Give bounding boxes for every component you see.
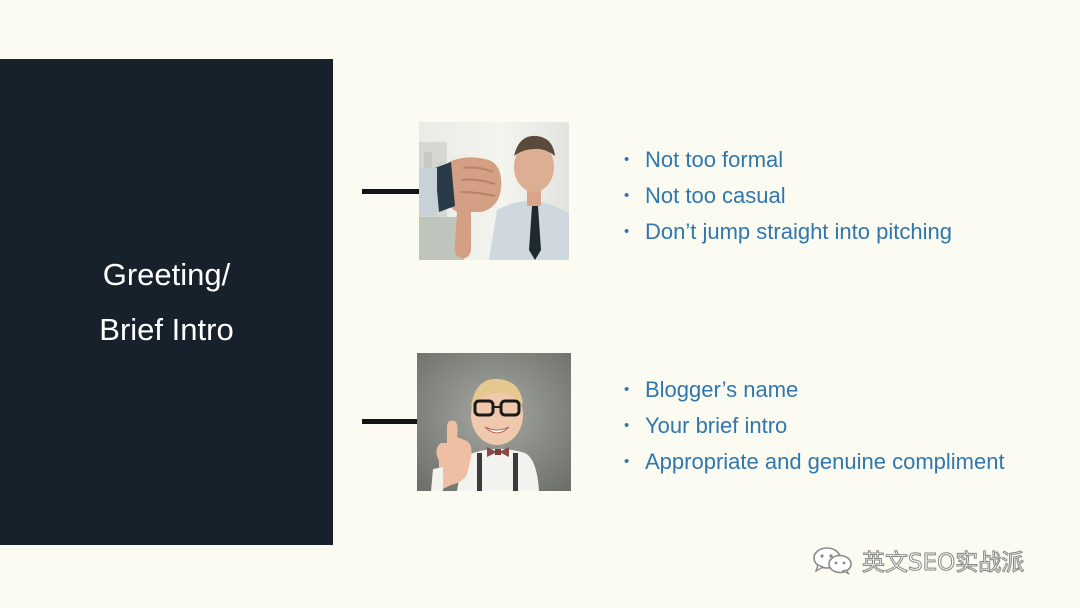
title-panel: Greeting/ Brief Intro <box>0 59 333 545</box>
bullet-text: Not too casual <box>645 183 786 208</box>
thumbs-down-man-photo <box>419 122 569 260</box>
list-item: • Not too casual <box>624 178 952 214</box>
bullet-text: Appropriate and genuine compliment <box>645 449 1005 474</box>
connector-line-bottom <box>362 419 419 424</box>
bullet-dot: • <box>624 151 630 168</box>
thumbs-up-boy-photo <box>417 353 571 491</box>
bullet-text: Don’t jump straight into pitching <box>645 219 952 244</box>
watermark: 英文SEO实战派 <box>810 542 1025 578</box>
slide-title: Greeting/ Brief Intro <box>99 247 233 357</box>
bullet-list-bottom: • Blogger’s name • Your brief intro • Appro… <box>624 372 1005 480</box>
list-item: • Not too formal <box>624 142 952 178</box>
bullet-dot: • <box>624 417 630 434</box>
wechat-icon <box>813 547 852 575</box>
list-item: • Appropriate and genuine compliment <box>624 444 1005 480</box>
bullet-list-top: • Not too formal • Not too casual • Don’t j… <box>624 142 952 250</box>
bullet-dot: • <box>624 223 630 240</box>
bullet-dot: • <box>624 381 630 398</box>
bullet-dot: • <box>624 187 630 204</box>
bullet-text: Blogger’s name <box>645 377 799 402</box>
list-item: • Your brief intro <box>624 408 1005 444</box>
bullet-text: Your brief intro <box>645 413 788 438</box>
bullet-dot: • <box>624 453 630 470</box>
bullet-text: Not too formal <box>645 147 784 172</box>
slide-title-line-1: Greeting/ <box>102 257 231 292</box>
connector-line-top <box>362 189 419 194</box>
watermark-text: 英文SEO实战派 <box>861 550 1025 577</box>
slide-title-line-2: Brief Intro <box>99 312 234 347</box>
list-item: • Blogger’s name <box>624 372 1005 408</box>
list-item: • Don’t jump straight into pitching <box>624 214 952 250</box>
